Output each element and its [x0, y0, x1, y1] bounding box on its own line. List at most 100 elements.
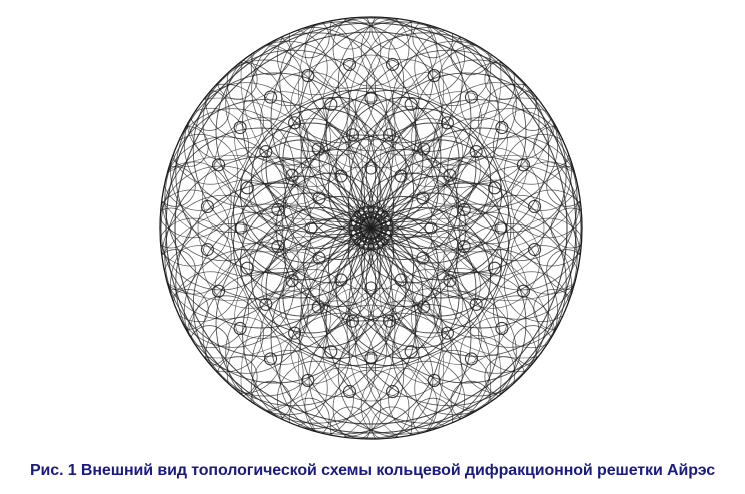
- pattern-ring: [160, 203, 396, 439]
- pattern-node: [301, 69, 315, 83]
- pattern-ring: [324, 99, 393, 169]
- pattern-node: [263, 90, 278, 104]
- pattern-node: [528, 199, 542, 214]
- pattern-node: [528, 242, 542, 257]
- pattern-ring: [299, 233, 500, 435]
- pattern-node: [440, 326, 454, 340]
- pattern-ring: [512, 189, 582, 267]
- pattern-ring: [447, 179, 545, 277]
- pattern-ring: [164, 156, 366, 357]
- pattern-ring: [201, 212, 299, 309]
- pattern-node: [212, 158, 226, 172]
- pattern-ring: [424, 230, 494, 299]
- pattern-ring: [160, 17, 396, 253]
- pattern-ring: [394, 269, 464, 338]
- pattern-ring: [371, 406, 413, 439]
- outer-boundary-ring: [159, 16, 583, 440]
- pattern-ring: [290, 300, 387, 398]
- pattern-node: [488, 261, 502, 275]
- pattern-ring: [550, 207, 582, 249]
- pattern-node: [440, 116, 454, 130]
- pattern-node: [424, 221, 438, 235]
- pattern-ring: [226, 43, 304, 121]
- pattern-node: [494, 221, 508, 235]
- pattern-node: [364, 91, 378, 105]
- pattern-ring: [355, 300, 452, 398]
- pattern-node: [200, 242, 214, 257]
- pattern-ring: [170, 108, 295, 234]
- pattern-ring: [261, 251, 330, 321]
- pattern-ring: [385, 71, 482, 169]
- pattern-node: [488, 181, 502, 195]
- pattern-node: [334, 169, 348, 183]
- pattern-ring: [459, 62, 537, 140]
- pattern-node: [364, 281, 378, 295]
- pattern-ring: [261, 135, 330, 205]
- pattern-node: [263, 352, 278, 366]
- center-spoke: [373, 230, 387, 244]
- pattern-node: [364, 351, 378, 365]
- pattern-ring: [248, 230, 318, 299]
- pattern-node: [342, 385, 357, 399]
- pattern-ring: [355, 58, 452, 156]
- pattern-node: [345, 314, 360, 328]
- pattern-ring: [329, 17, 371, 50]
- pattern-node: [311, 300, 325, 314]
- center-spoke: [374, 219, 392, 227]
- pattern-ring: [242, 206, 312, 275]
- pattern-node: [285, 274, 299, 288]
- pattern-ring: [278, 118, 348, 187]
- pattern-node: [285, 168, 299, 182]
- pattern-node: [311, 142, 325, 156]
- pattern-ring: [205, 62, 283, 140]
- pattern-ring: [411, 268, 508, 365]
- pattern-ring: [424, 157, 494, 226]
- pattern-node: [516, 158, 530, 172]
- pattern-node: [394, 169, 408, 183]
- pattern-node: [312, 191, 326, 205]
- center-spoke: [374, 229, 392, 237]
- pattern-node: [464, 352, 479, 366]
- pattern-node: [469, 145, 483, 159]
- pattern-ring: [160, 189, 230, 267]
- pattern-ring: [322, 54, 420, 152]
- center-spoke: [362, 207, 370, 225]
- pattern-ring: [447, 222, 572, 348]
- pattern-ring: [260, 287, 357, 385]
- pattern-node: [394, 273, 408, 287]
- pattern-node: [469, 297, 483, 311]
- pattern-ring: [283, 149, 395, 260]
- pattern-node: [212, 284, 226, 298]
- pattern-ring: [373, 105, 442, 175]
- pattern-ring: [376, 156, 578, 357]
- pattern-node: [288, 116, 302, 130]
- pattern-ring: [459, 316, 537, 394]
- pattern-node: [427, 373, 441, 387]
- pattern-ring: [332, 369, 410, 439]
- center-spoke: [372, 231, 380, 249]
- center-spoke: [355, 212, 369, 226]
- pattern-node: [495, 321, 509, 336]
- pattern-node: [312, 251, 326, 265]
- pattern-node: [417, 142, 431, 156]
- pattern-node: [516, 284, 530, 298]
- figure: [159, 16, 583, 440]
- pattern-node: [427, 69, 441, 83]
- pattern-ring: [300, 105, 369, 175]
- pattern-ring: [160, 207, 192, 249]
- pattern-node: [342, 57, 357, 71]
- pattern-node: [416, 191, 430, 205]
- figure-caption: Рис. 1 Внешний вид топологической схемы …: [29, 462, 716, 479]
- pattern-node: [457, 202, 471, 217]
- pattern-ring: [394, 118, 464, 187]
- concentric-ring: [165, 22, 577, 434]
- pattern-ring: [349, 99, 418, 169]
- pattern-node: [404, 97, 418, 111]
- pattern-ring: [346, 17, 582, 253]
- pattern-node: [324, 97, 338, 111]
- pattern-ring: [242, 233, 443, 435]
- center-spoke: [350, 219, 368, 227]
- pattern-ring: [430, 181, 500, 250]
- pattern-node: [240, 261, 254, 275]
- pattern-node: [304, 221, 318, 235]
